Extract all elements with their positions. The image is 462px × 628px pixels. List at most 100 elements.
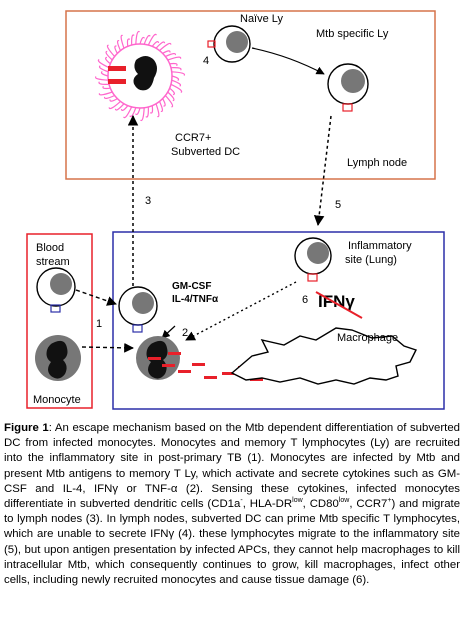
- il4-tnf-label: IL-4/TNFα: [172, 294, 219, 305]
- dendrite-spike: [114, 103, 125, 111]
- dendrite-spike: [94, 76, 109, 81]
- caption-line: , CD80: [302, 498, 339, 511]
- dendrite-spike: [145, 106, 149, 118]
- caption-line: including newly recruited monocytes and …: [33, 574, 370, 587]
- dendrite-spike: [105, 50, 113, 61]
- caption-line: subverted dendritic cells (CD1a: [79, 498, 241, 511]
- caption-line: infected APCs, they cannot help macropha…: [4, 543, 460, 571]
- dendrite-spike: [147, 33, 157, 46]
- caption-line: ) and migrate: [391, 498, 461, 511]
- tcr-receptor: [307, 273, 318, 282]
- caption-line: to lymph nodes (3). In lymph nodes, subv…: [4, 513, 380, 526]
- blood-lymphocyte: [36, 267, 76, 313]
- mtb-dc-diagram: Naïve Ly 4 Mtb specific Ly CCR7+ Subvert…: [26, 10, 445, 410]
- mtb-rod: [148, 357, 161, 360]
- subverted-dc: [94, 30, 186, 122]
- dendrite-spike: [165, 52, 177, 58]
- caption-line: (1). Monocytes are infected by Mtb and p…: [4, 452, 460, 480]
- dc-nucleus: [133, 56, 157, 91]
- dendrite-spike: [105, 56, 111, 65]
- mtb-fragment: [108, 66, 126, 71]
- memory-lymphocyte: [118, 286, 158, 333]
- arrow-cytokines: [161, 325, 176, 339]
- dendrite-spike: [159, 42, 172, 52]
- caption-line: migrate to the inflammatory site (5), bu…: [4, 528, 460, 556]
- dendrite-spike: [103, 94, 115, 100]
- dendrite-spike: [151, 41, 160, 47]
- figure-caption: Figure 1: An escape mechanism based on t…: [4, 421, 460, 625]
- monocyte-cell: [35, 335, 81, 381]
- step-3-label: 3: [145, 195, 151, 207]
- mtb-specific-lymphocyte: [327, 63, 369, 112]
- ccr7-label: CCR7+: [175, 132, 211, 144]
- ifng-strike: [315, 291, 363, 319]
- caption-line: of subverted DC from infected monocytes.…: [4, 422, 461, 450]
- monocyte-label: Monocyte: [33, 394, 81, 406]
- caption-line: , HLA-DR: [242, 498, 293, 511]
- dendrite-spike: [155, 41, 166, 49]
- caption-line: which consequently continues to grow, ki…: [4, 558, 460, 587]
- caption-line: T lymphocytes, which are unable to secre…: [4, 513, 461, 541]
- dendrite-spike: [149, 105, 154, 114]
- macrophage-label: Macrophage: [337, 332, 398, 344]
- caption-sup: +: [387, 497, 392, 505]
- dendrite-spike: [135, 30, 140, 45]
- step-5-label: 5: [335, 199, 341, 211]
- arrow-ly-recruit: [75, 289, 117, 306]
- lymph-node-box: [65, 10, 436, 180]
- arrow-antigen-presentation: [185, 281, 297, 341]
- dendrite-spike: [106, 44, 116, 57]
- mtb-specific-ly-label: Mtb specific Ly: [316, 28, 389, 40]
- arrow-naive-to-specific: [251, 47, 325, 75]
- dendrite-spike: [134, 107, 141, 116]
- subverted-dc-label: Subverted DC: [171, 146, 240, 158]
- dendrite-spike: [100, 70, 109, 77]
- dendrite-spike: [140, 107, 145, 122]
- dendrite-spike: [167, 56, 182, 61]
- dendrite-spike: [162, 50, 171, 54]
- caption-sup: low: [338, 497, 350, 505]
- mtb-rod: [168, 352, 181, 355]
- dendrite-spike: [155, 103, 160, 118]
- mtb-rod: [204, 376, 217, 379]
- mtb-rod: [250, 378, 263, 381]
- macrophage: [230, 327, 417, 385]
- dendrite-spike: [102, 85, 111, 90]
- caption-line: Ly, which activate and secrete cytokines…: [4, 467, 460, 495]
- mtb-rod: [192, 363, 205, 366]
- dendrite-spike: [98, 65, 109, 73]
- caption-sup: -: [240, 497, 243, 505]
- dendrite-spike: [116, 39, 122, 51]
- caption-line: : An escape mechanism based on the Mtb d…: [48, 422, 394, 434]
- naive-lymphocyte: [207, 25, 251, 63]
- dendrite-spike: [169, 62, 178, 67]
- dendrite-spike: [171, 79, 182, 87]
- caption-line: , CCR7: [349, 498, 388, 511]
- ifng-label: IFNγ: [318, 292, 355, 311]
- dendrite-spike: [169, 87, 175, 96]
- dendrite-spike: [131, 34, 135, 46]
- dendrite-spike: [98, 91, 113, 96]
- dendrite-spike: [170, 67, 182, 71]
- monocyte-nucleus: [46, 340, 68, 379]
- mtb-rod: [178, 370, 191, 373]
- blood-stream-box: [26, 233, 93, 409]
- dendrite-spike: [167, 91, 175, 102]
- tcr-receptor: [132, 324, 143, 333]
- gm-csf-label: GM-CSF: [172, 281, 211, 292]
- mtb-fragment: [108, 79, 126, 84]
- inflammatory-lymphocyte: [294, 237, 332, 282]
- arrow-step-5: [313, 115, 332, 227]
- dendrite-spike: [170, 83, 183, 93]
- dendrite-spike: [164, 95, 174, 108]
- mtb-rod: [222, 372, 235, 375]
- dendrite-spike: [158, 101, 164, 113]
- arrow-monocyte-recruit: [81, 342, 134, 353]
- dendrite-spike: [143, 34, 151, 45]
- dendrite-spike: [98, 81, 110, 85]
- tcr-receptor: [342, 103, 353, 112]
- dendrite-spike: [108, 100, 121, 110]
- dendrite-spike: [97, 59, 110, 69]
- caption-line: or TNF-α (2). Sensing these cytokines, i…: [4, 482, 460, 511]
- step-4-label: 4: [203, 55, 209, 67]
